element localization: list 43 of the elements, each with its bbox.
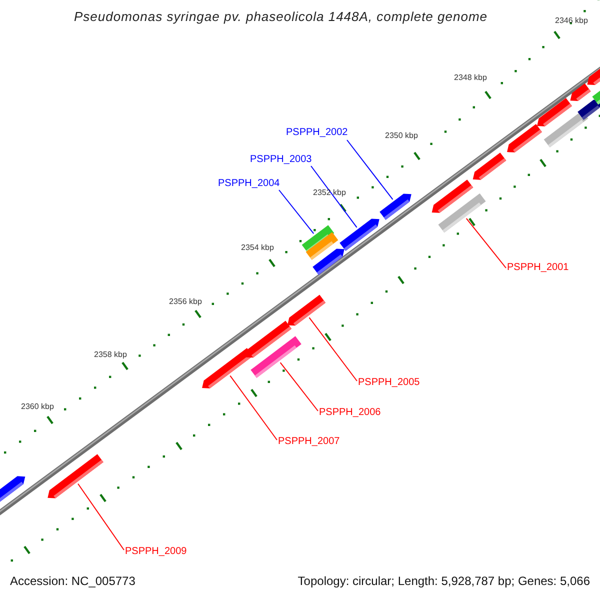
- leader-line: [310, 166, 358, 228]
- gene-block: [507, 124, 542, 152]
- gene-label: PSPPH_2003: [250, 154, 312, 166]
- scale-label: 2354 kbp: [241, 243, 274, 253]
- diagram-title: Pseudomonas syringae pv. phaseolicola 1448A, complete genome: [74, 9, 488, 25]
- gene-block: [578, 100, 600, 120]
- gene-label: PSPPH_2005: [358, 377, 420, 389]
- genome-stats: Topology: circular; Length: 5,928,787 bp; Genes: 5,066: [298, 574, 590, 588]
- gene-label: PSPPH_2006: [319, 407, 381, 419]
- gene-label: PSPPH_2001: [507, 262, 569, 274]
- leader-line: [280, 362, 318, 412]
- gene-block: [250, 336, 302, 378]
- gene-label: PSPPH_2007: [278, 436, 340, 448]
- gene-block: [48, 454, 104, 498]
- gene-block: [287, 294, 326, 326]
- scale-label: 2346 kbp: [555, 16, 588, 26]
- scale-label: 2358 kbp: [94, 350, 127, 360]
- gene-label: PSPPH_2002: [286, 127, 348, 139]
- leader-line: [346, 140, 394, 200]
- leader-line: [278, 190, 314, 234]
- leader-line: [466, 218, 506, 268]
- gene-label: PSPPH_2009: [125, 546, 187, 558]
- gene-block: [202, 348, 253, 388]
- gene-block: [340, 218, 380, 251]
- scale-label: 2352 kbp: [313, 188, 346, 198]
- gene-block: [380, 194, 412, 220]
- gene-block: [472, 152, 506, 180]
- gene-block: [438, 193, 486, 233]
- gene-block: [0, 476, 26, 504]
- gene-block: [587, 67, 600, 85]
- gene-block: [592, 89, 600, 105]
- gene-block: [570, 83, 591, 101]
- leader-line: [308, 317, 358, 382]
- gene-label: PSPPH_2004: [218, 178, 280, 190]
- leader-line: [230, 375, 278, 440]
- leader-line: [78, 483, 124, 550]
- scale-label: 2350 kbp: [385, 131, 418, 141]
- scale-label: 2360 kbp: [21, 402, 54, 412]
- accession-number: Accession: NC_005773: [10, 574, 136, 588]
- gene-block: [537, 98, 572, 126]
- scale-label: 2356 kbp: [169, 297, 202, 307]
- scale-label: 2348 kbp: [454, 73, 487, 83]
- gene-block: [312, 248, 344, 275]
